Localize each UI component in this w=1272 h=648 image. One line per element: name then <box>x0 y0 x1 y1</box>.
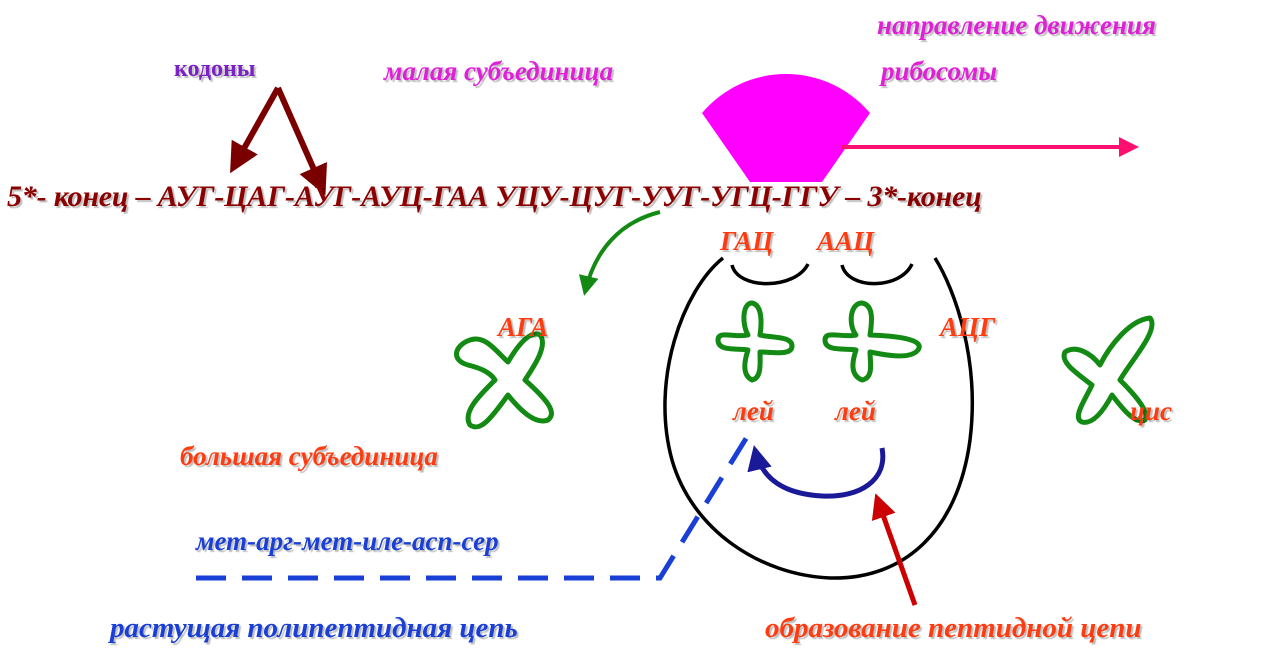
codon-arrow-right <box>275 86 328 196</box>
codons-label: кодоны <box>174 56 256 82</box>
trna-aug-label: АЦГ <box>940 312 996 342</box>
peptide-bond-label: образование пептидной цепи <box>765 612 1142 644</box>
polypeptide-chain-line <box>196 430 753 581</box>
direction-label-line2: рибосомы <box>881 56 998 86</box>
trna-cis-shape <box>1061 315 1155 425</box>
anticodon-bracket-right <box>840 263 914 286</box>
bond-formation-arrow <box>871 493 918 606</box>
small-subunit-label: малая субъединица <box>384 56 614 86</box>
trna-release-arrow <box>578 210 661 296</box>
anticodon-right: ААЦ <box>817 226 875 256</box>
trna-lei-1-shape <box>715 300 795 383</box>
anticodon-left: ГАЦ <box>720 226 774 256</box>
small-subunit-shape <box>702 74 870 182</box>
peptide-chain-label: мет-арг-мет-иле-асп-сер <box>196 526 499 556</box>
growing-chain-label: растущая полипептидная цепь <box>110 612 518 644</box>
ribosome-outline <box>663 256 975 580</box>
amino-acid-lei-2: лей <box>835 396 876 426</box>
trna-aga-label: АГА <box>498 312 549 342</box>
amino-acid-lei-1: лей <box>733 396 774 426</box>
amino-acid-cis: цис <box>1130 396 1173 426</box>
mrna-sequence: 5*- конец – АУГ-ЦАГ-АУГ-АУЦ-ГАА УЦУ-ЦУГ-… <box>7 180 982 213</box>
large-subunit-label: большая субъединица <box>180 441 438 471</box>
trna-aga-shape <box>454 331 554 430</box>
trna-lei-2-shape <box>822 300 922 383</box>
direction-label-line1: направление движения <box>877 10 1156 40</box>
codon-arrow-left <box>230 86 281 174</box>
peptide-bond-arc <box>747 445 886 499</box>
anticodon-bracket-left <box>730 263 810 286</box>
